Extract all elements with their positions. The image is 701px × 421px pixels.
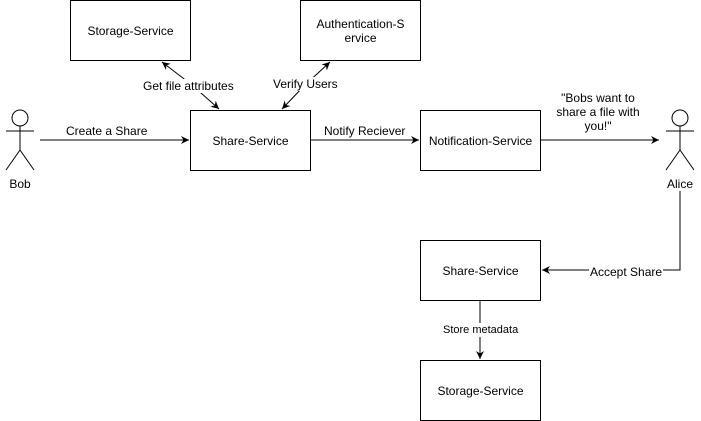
label-get-file-attributes: Get file attributes — [142, 79, 235, 93]
share-service-lower-label: Share-Service — [442, 263, 519, 278]
authentication-service-label: Authentication-Service — [316, 16, 405, 45]
share-service-main-label: Share-Service — [212, 133, 289, 148]
label-accept-share: Accept Share — [589, 265, 664, 279]
actor-bob-figure — [5, 109, 35, 171]
label-notify-receiver: Notify Reciever — [324, 124, 406, 138]
label-store-metadata: Store metadata — [441, 323, 521, 337]
storage-service-top-box: Storage-Service — [70, 0, 191, 61]
notification-service-box: Notification-Service — [420, 110, 541, 171]
actor-alice-figure — [665, 109, 695, 171]
share-service-lower-box: Share-Service — [420, 240, 541, 301]
storage-service-top-label: Storage-Service — [87, 23, 174, 38]
storage-service-bottom-label: Storage-Service — [437, 383, 524, 398]
label-verify-users: Verify Users — [272, 77, 339, 91]
notification-service-label: Notification-Service — [428, 133, 533, 148]
actor-bob-name: Bob — [9, 177, 31, 191]
storage-service-bottom-box: Storage-Service — [420, 360, 541, 421]
edge-accept-share — [542, 191, 681, 274]
label-create-share: Create a Share — [66, 124, 148, 138]
actor-alice-name: Alice — [666, 177, 693, 191]
authentication-service-box: Authentication-Service — [300, 0, 421, 61]
label-message: "Bobs want to share a file with you!" — [556, 91, 640, 133]
share-service-main-box: Share-Service — [190, 110, 311, 171]
